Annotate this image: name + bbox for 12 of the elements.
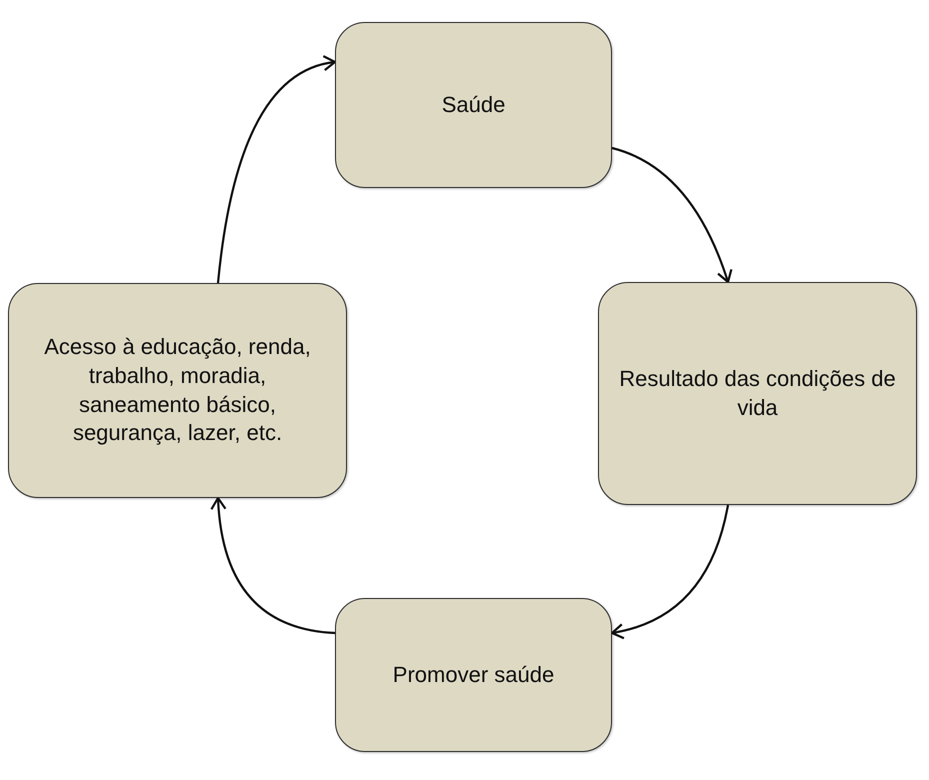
box-label: Saúde <box>442 90 506 119</box>
curved-arrow <box>210 496 336 634</box>
curved-arrow <box>610 504 730 639</box>
box-label: Resultado das condições de vida <box>618 364 897 422</box>
process-box <box>335 598 612 752</box>
process-box <box>8 283 347 498</box>
curved-arrow <box>216 56 336 284</box>
box-label: Promover saúde <box>392 660 554 689</box>
box-label: Acesso à educação, renda, trabalho, moradia, saneamento básico, segurança, lazer, etc. <box>43 333 312 448</box>
process-box <box>598 282 917 505</box>
process-box <box>335 22 612 188</box>
curved-arrow <box>612 146 732 284</box>
